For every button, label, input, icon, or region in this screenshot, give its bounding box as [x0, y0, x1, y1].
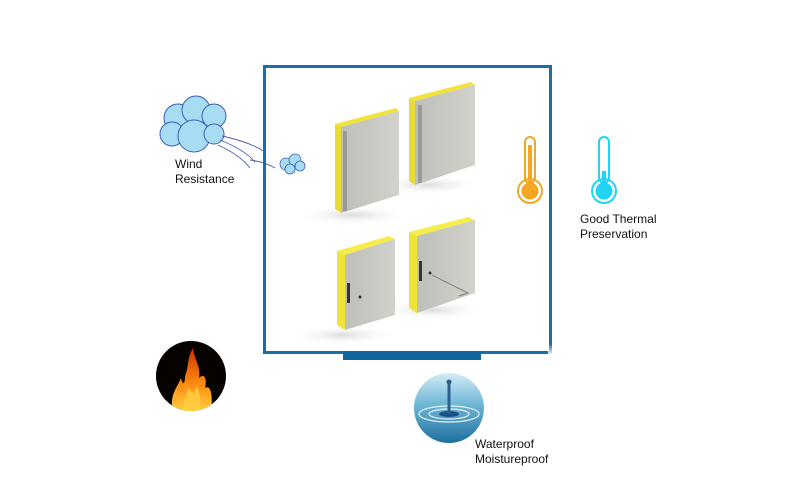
thermometer-cool-icon [591, 136, 617, 204]
thermal-label-line1: Good Thermal [580, 212, 657, 226]
thermal-label-line2: Preservation [580, 227, 648, 241]
wind-label-line2: Resistance [175, 172, 235, 186]
wind-label-line1: Wind [175, 157, 203, 171]
panel-bottom-left [337, 236, 395, 330]
water-label-line2: Moistureproof [475, 452, 549, 466]
panel-top-left [335, 108, 399, 213]
wind-cloud-icon [159, 95, 306, 175]
waterproof-label: Waterproof Moistureproof [475, 437, 548, 467]
frame-fade [548, 344, 556, 358]
fire-icon [156, 341, 226, 411]
panel-bottom-right [409, 217, 475, 313]
water-label-line1: Waterproof [475, 437, 534, 451]
wind-resistance-label: Wind Resistance [175, 157, 234, 187]
panel-top-right [409, 82, 475, 185]
frame-accent-bar [343, 351, 481, 360]
thermometer-warm-icon [517, 136, 543, 204]
thermal-label: Good Thermal Preservation [580, 212, 656, 242]
sandwich-panels-illustration [288, 82, 488, 345]
water-drop-icon [414, 373, 484, 443]
